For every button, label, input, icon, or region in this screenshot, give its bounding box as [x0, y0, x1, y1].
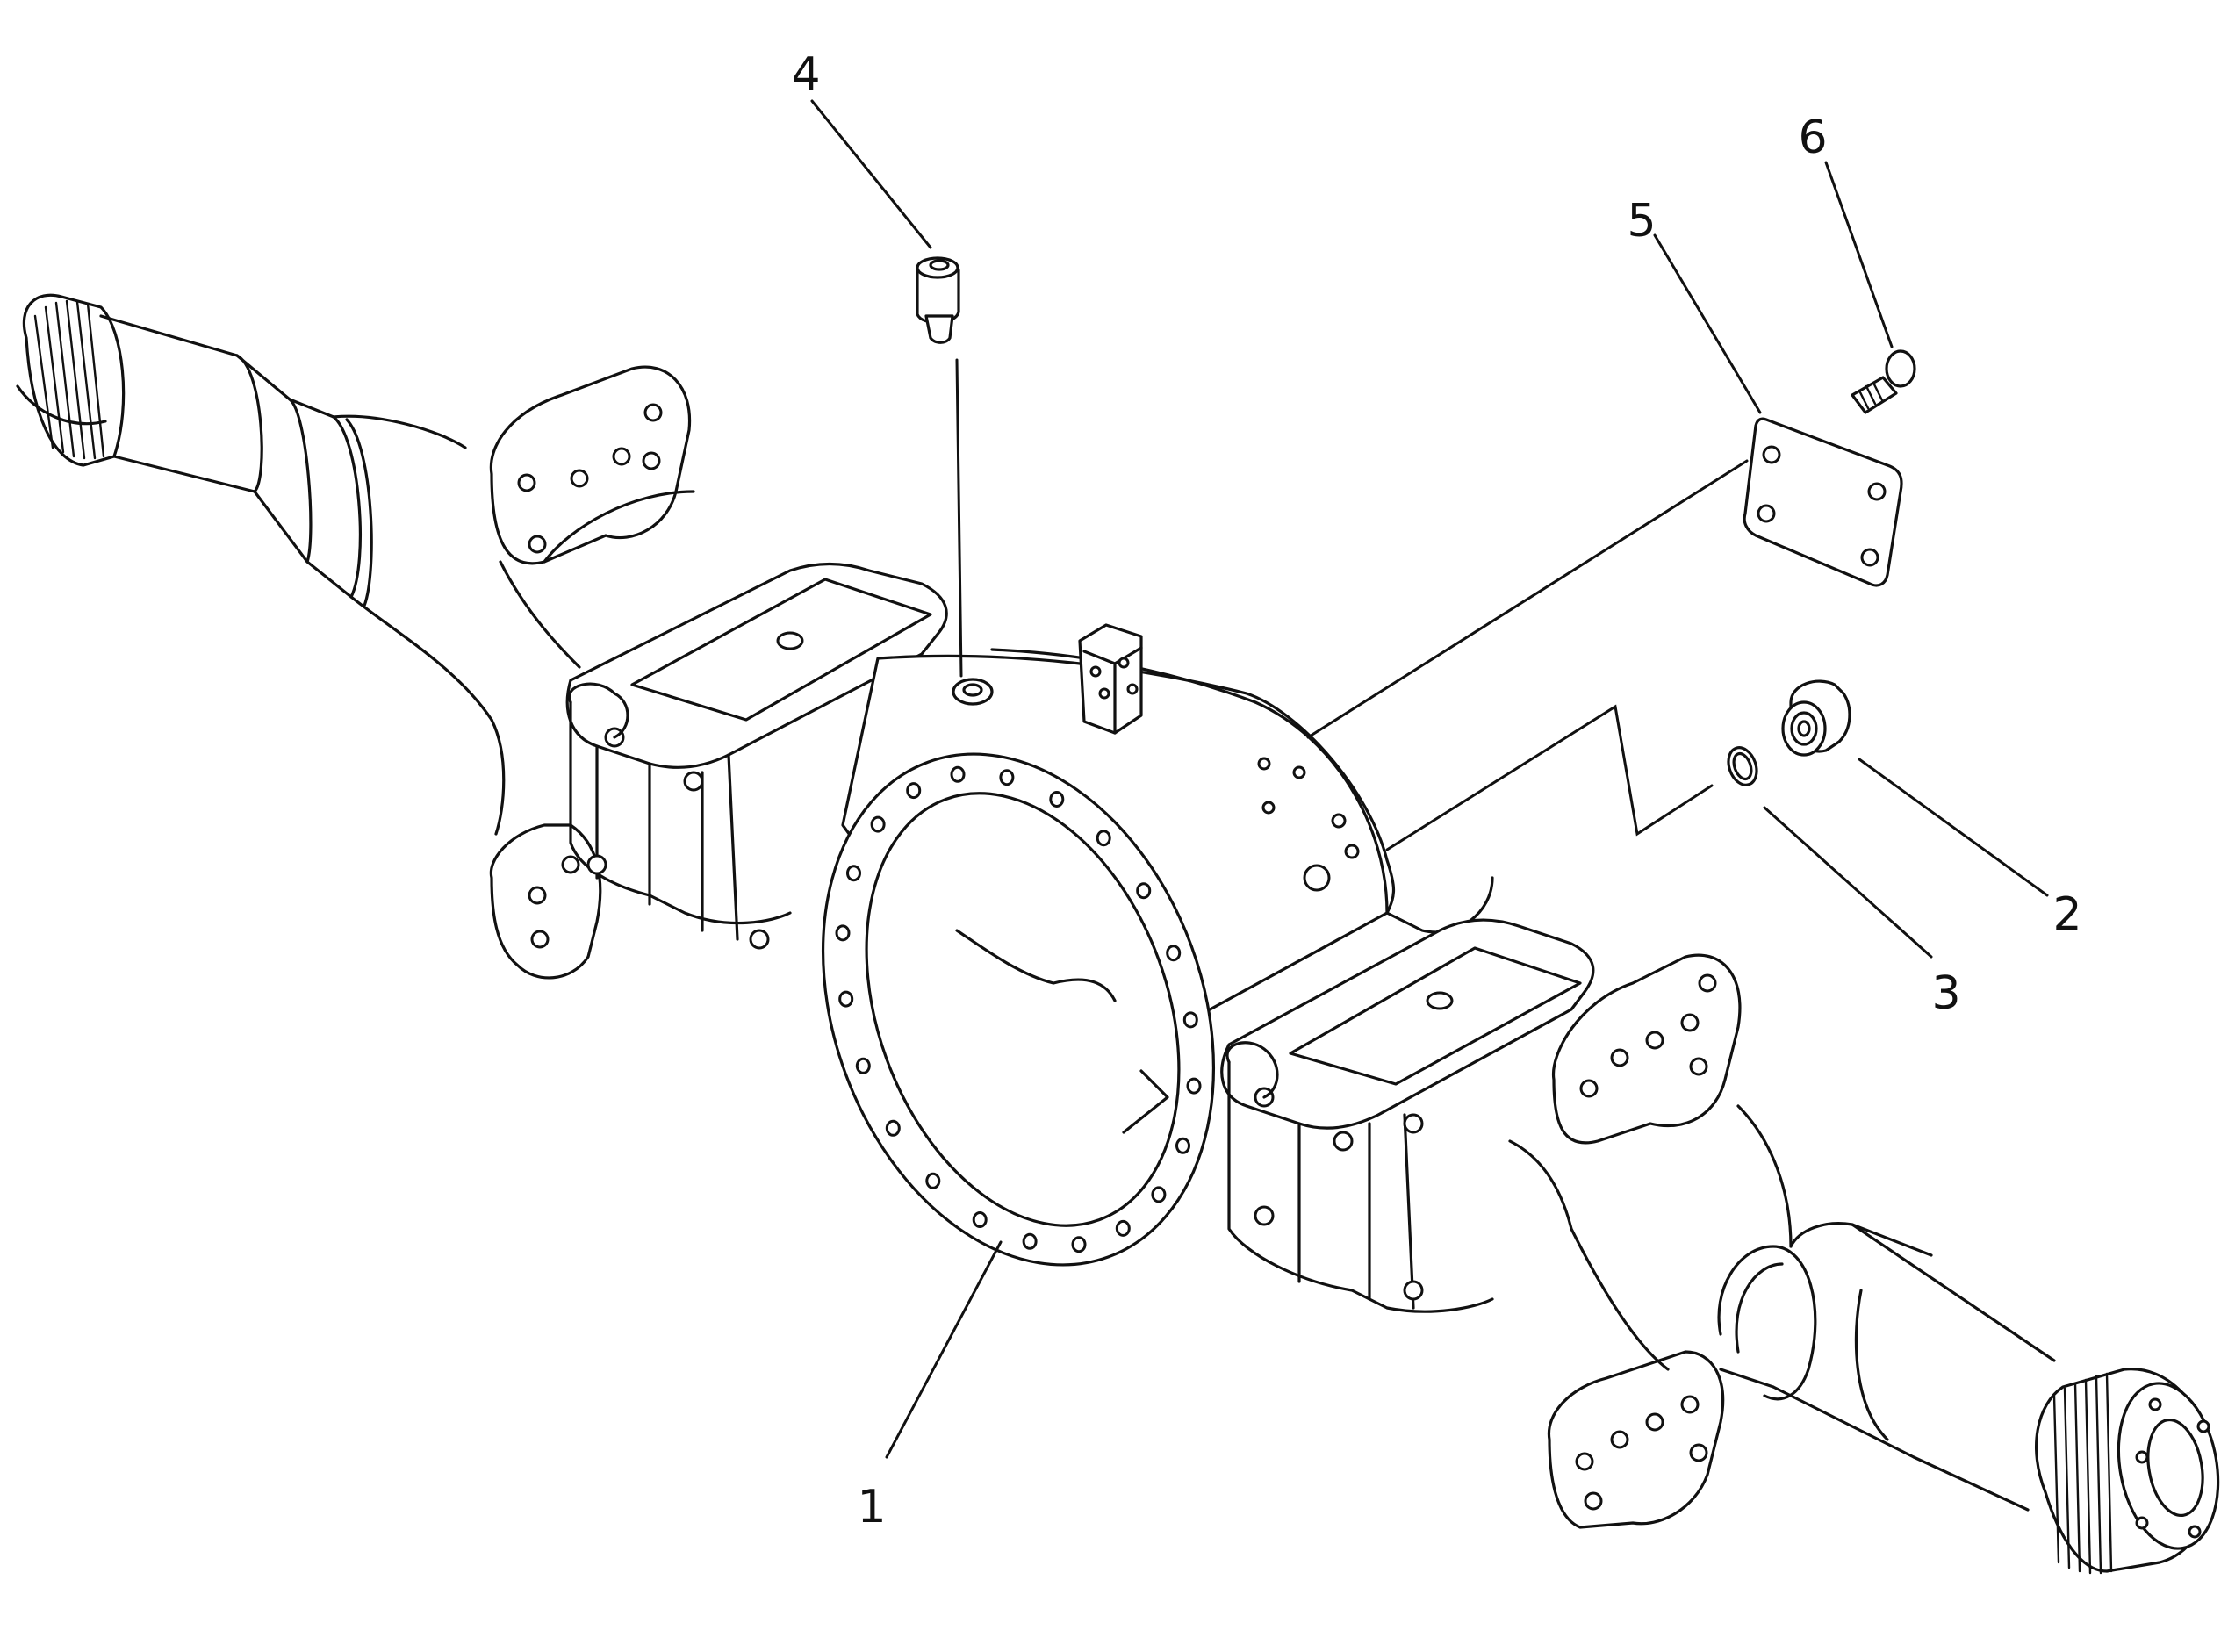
flange-bolt-hole [855, 1057, 871, 1074]
left-upper-mount-pad [489, 365, 695, 669]
callout-3: 3 [1931, 967, 1960, 1020]
flange-bolt-hole [1186, 1077, 1202, 1095]
flange-bolt-hole [925, 1172, 941, 1189]
left-bearing-block [565, 562, 948, 950]
callout-6: 6 [1798, 111, 1827, 164]
right-bearing-block [1220, 918, 1595, 1313]
flange-bolt-hole [838, 990, 854, 1008]
part-2-drain-plug [1781, 679, 1851, 757]
flange-bolt-hole [1071, 1236, 1087, 1253]
part-4-seat-on-housing [952, 678, 994, 706]
part-4-plug [916, 256, 963, 678]
callout-labels: 4 5 6 2 3 1 [791, 48, 2081, 1533]
flange-bolt-hole [906, 782, 922, 800]
flange-bolt-hole [1182, 1011, 1198, 1029]
flange-bolt-hole [846, 865, 861, 882]
right-spindle [1508, 1104, 2220, 1575]
flange-bolt-hole [1136, 882, 1152, 900]
breather-block [1078, 623, 1143, 735]
right-upper-mount-pad [1551, 953, 1742, 1145]
flange-bolt-hole [1049, 791, 1065, 808]
callout-1: 1 [857, 1481, 886, 1533]
flange-bolt-hole [870, 815, 886, 833]
flange-bolt-hole [1175, 1137, 1190, 1154]
flange-bolt-hole [950, 765, 966, 783]
flange-bolt-hole [1022, 1232, 1038, 1250]
differential-flange-ring [821, 752, 1216, 1267]
flange-bolt-holes [835, 765, 1202, 1253]
leader-lines [810, 99, 2049, 1459]
flange-bolt-hole [1096, 830, 1111, 847]
flange-bolt-hole [1166, 945, 1182, 962]
flange-bolt-hole [1115, 1219, 1131, 1237]
flange-bolt-hole [835, 924, 851, 942]
left-lower-mount-pad [489, 823, 602, 980]
part-6-bolt [1851, 349, 1916, 414]
flange-bolt-hole [972, 1211, 988, 1228]
flange-bolt-hole [885, 1119, 901, 1137]
left-spindle [16, 293, 506, 836]
callout-5: 5 [1627, 195, 1656, 248]
callout-4: 4 [791, 48, 820, 101]
callout-2: 2 [2052, 888, 2081, 941]
flange-bolt-hole [1151, 1186, 1167, 1203]
part-3-o-ring [1727, 746, 1758, 786]
flange-bolt-hole [999, 769, 1015, 786]
part-5-cover-plate [1743, 417, 1903, 587]
right-lower-mount-pad [1547, 1350, 1725, 1529]
